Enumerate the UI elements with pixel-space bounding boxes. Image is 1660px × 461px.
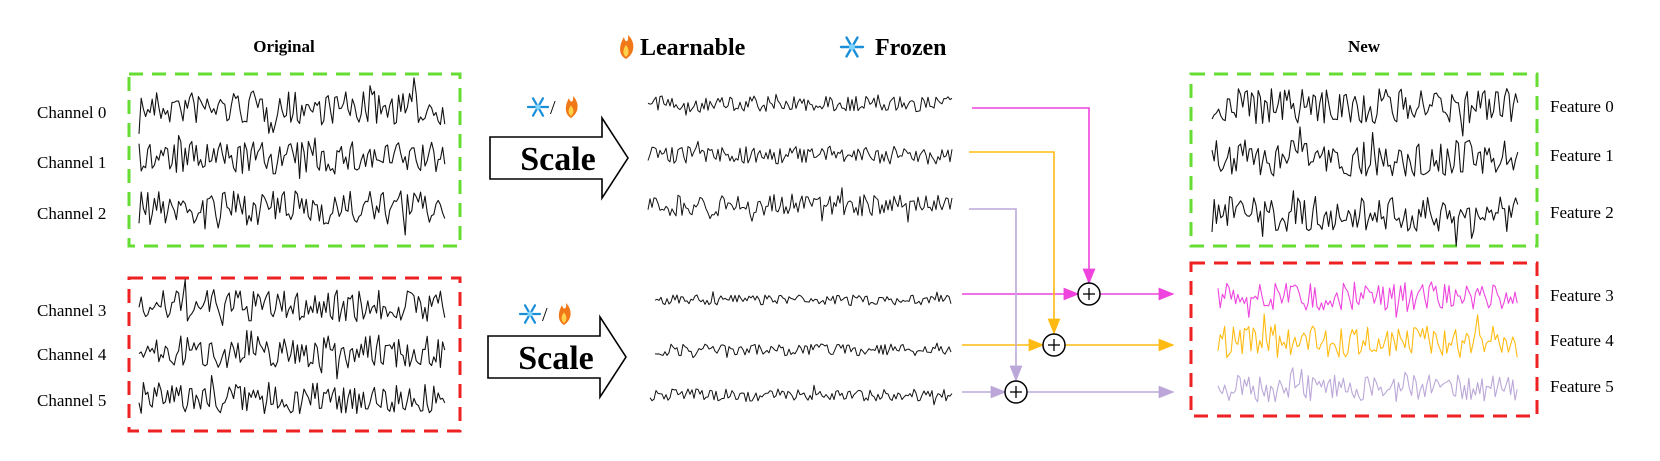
scale-label-bottom: Scale bbox=[518, 340, 594, 377]
scaled-signal bbox=[647, 187, 953, 223]
legend: Learnable Frozen bbox=[620, 35, 947, 61]
legend-learnable-label: Learnable bbox=[640, 35, 746, 61]
feature-signal bbox=[1217, 313, 1518, 359]
flame-icon bbox=[565, 96, 578, 118]
channel-label: Channel 3 bbox=[37, 301, 106, 320]
snowflake-icon bbox=[839, 36, 865, 58]
snowflake-icon bbox=[526, 97, 550, 117]
new-group-top-box bbox=[1189, 72, 1539, 248]
original-group-bottom-box bbox=[127, 276, 462, 433]
new-signals bbox=[1211, 88, 1519, 403]
scale-arrow-bottom bbox=[487, 314, 627, 400]
channel-label: Channel 5 bbox=[37, 391, 106, 410]
feature-label: Feature 0 bbox=[1550, 97, 1614, 116]
scaled-signal bbox=[647, 140, 953, 165]
original-signals bbox=[138, 77, 446, 415]
feature-label: Feature 1 bbox=[1550, 146, 1614, 165]
channel-signal bbox=[138, 77, 446, 134]
scale-icon-separator: / bbox=[542, 304, 548, 326]
channel-signal bbox=[138, 330, 446, 380]
feature-labels: Feature 0 Feature 1 Feature 2 Feature 3 … bbox=[1550, 97, 1614, 396]
scaled-signal bbox=[649, 384, 953, 406]
snowflake-icon bbox=[518, 304, 542, 324]
scaled-signals bbox=[647, 93, 953, 406]
scaled-signal bbox=[654, 291, 952, 306]
connector-lavender-vertical bbox=[969, 208, 1023, 382]
scale-block-top: / Scale bbox=[489, 96, 629, 201]
flame-icon bbox=[620, 35, 634, 59]
channel-signal bbox=[138, 374, 446, 415]
feature-signal bbox=[1211, 126, 1519, 177]
channel-label: Channel 1 bbox=[37, 153, 106, 172]
original-title: Original bbox=[253, 37, 315, 56]
feature-signal bbox=[1217, 367, 1518, 403]
scale-arrow-top bbox=[489, 115, 629, 201]
scale-block-bottom: / Scale bbox=[487, 303, 627, 400]
feature-label: Feature 4 bbox=[1550, 331, 1614, 350]
scale-label-top: Scale bbox=[520, 141, 596, 178]
feature-label: Feature 5 bbox=[1550, 377, 1614, 396]
new-group-bottom-box bbox=[1189, 261, 1539, 418]
feature-label: Feature 3 bbox=[1550, 286, 1614, 305]
connector-magenta-vertical bbox=[972, 107, 1096, 285]
sum-node bbox=[1077, 282, 1101, 306]
channel-signal bbox=[138, 134, 446, 180]
scale-icon-separator: / bbox=[550, 97, 556, 119]
original-group-top-box bbox=[127, 72, 462, 248]
feature-signal bbox=[1217, 281, 1518, 318]
legend-frozen-label: Frozen bbox=[875, 35, 947, 61]
channel-label: Channel 2 bbox=[37, 204, 106, 223]
connector-yellow-vertical bbox=[969, 151, 1061, 335]
channel-labels: Channel 0 Channel 1 Channel 2 Channel 3 … bbox=[37, 103, 107, 410]
channel-label: Channel 0 bbox=[37, 103, 106, 122]
sum-node bbox=[1042, 333, 1066, 357]
scaled-signal bbox=[654, 342, 952, 359]
channel-signal bbox=[138, 279, 446, 326]
feature-label: Feature 2 bbox=[1550, 203, 1614, 222]
connections bbox=[962, 107, 1175, 399]
flame-icon bbox=[558, 303, 571, 325]
feature-signal bbox=[1211, 190, 1519, 247]
channel-label: Channel 4 bbox=[37, 345, 107, 364]
channel-signal bbox=[138, 190, 446, 236]
scaled-signal bbox=[647, 93, 953, 116]
feature-signal bbox=[1211, 88, 1519, 137]
new-title: New bbox=[1348, 37, 1381, 56]
sum-node bbox=[1004, 380, 1028, 404]
